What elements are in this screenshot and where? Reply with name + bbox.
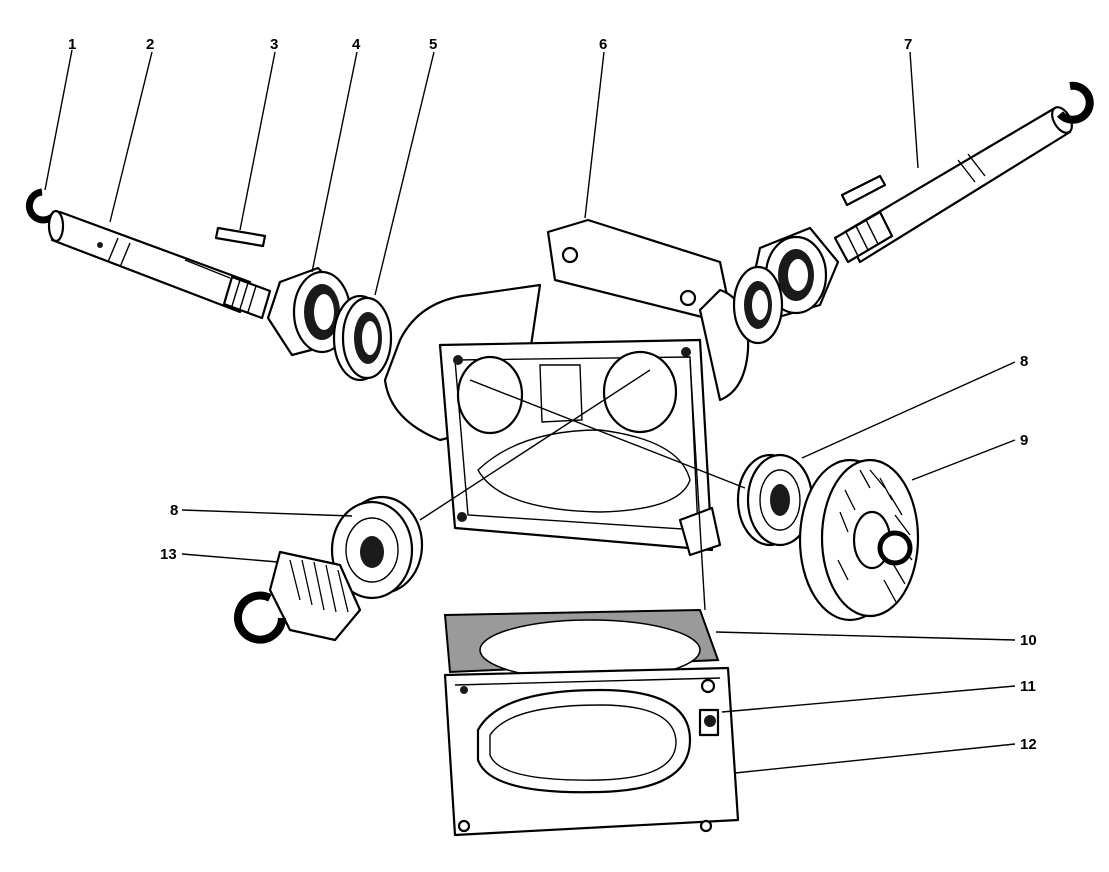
- leader-7: [909, 51, 919, 169]
- label-8-left: 8: [170, 502, 178, 519]
- leader-9: [911, 439, 1016, 481]
- label-1: 1: [68, 36, 76, 53]
- leader-10: [715, 631, 1016, 641]
- label-6: 6: [599, 36, 607, 53]
- shaft-left: [47, 209, 272, 320]
- bearing-8-right: [736, 453, 814, 547]
- label-5: 5: [429, 36, 437, 53]
- key-right: [840, 174, 887, 207]
- leader-11: [721, 685, 1016, 713]
- leader-lines: [44, 49, 1016, 774]
- cover-plate-12: [443, 666, 740, 837]
- leader-8b: [181, 509, 353, 517]
- label-9: 9: [1020, 432, 1028, 449]
- pinion-gear-13: [234, 550, 362, 644]
- label-2: 2: [146, 36, 154, 53]
- leader-6: [584, 51, 605, 219]
- leader-13: [181, 553, 279, 563]
- snap-ring-right: [1057, 81, 1094, 124]
- gasket-10: [443, 608, 720, 681]
- label-13: 13: [160, 546, 177, 563]
- label-12: 12: [1020, 736, 1037, 753]
- part-labels: 1 2 3 4 5 6 7 8 9 8 13 10 11 12: [68, 36, 1037, 753]
- shaft-left-thread: [222, 275, 272, 320]
- leader-1: [44, 49, 73, 191]
- leader-4: [311, 51, 358, 273]
- label-3: 3: [270, 36, 278, 53]
- leader-12: [734, 743, 1016, 774]
- label-7: 7: [904, 36, 912, 53]
- leader-2: [109, 51, 153, 223]
- leader-8a: [801, 361, 1016, 459]
- shaft-right-thread: [833, 210, 894, 264]
- seal-right: [732, 265, 784, 345]
- seal-left: [332, 294, 393, 382]
- label-11: 11: [1020, 678, 1036, 695]
- key-left: [214, 226, 267, 248]
- leader-3: [239, 51, 276, 231]
- leader-5: [374, 51, 435, 296]
- label-8-right: 8: [1020, 353, 1028, 370]
- label-4: 4: [352, 36, 361, 53]
- screw-11: [698, 678, 720, 737]
- bevel-gear-9: [798, 458, 920, 622]
- gear-housing: [383, 218, 750, 557]
- bearing-8-left: [330, 495, 424, 600]
- label-10: 10: [1020, 632, 1037, 649]
